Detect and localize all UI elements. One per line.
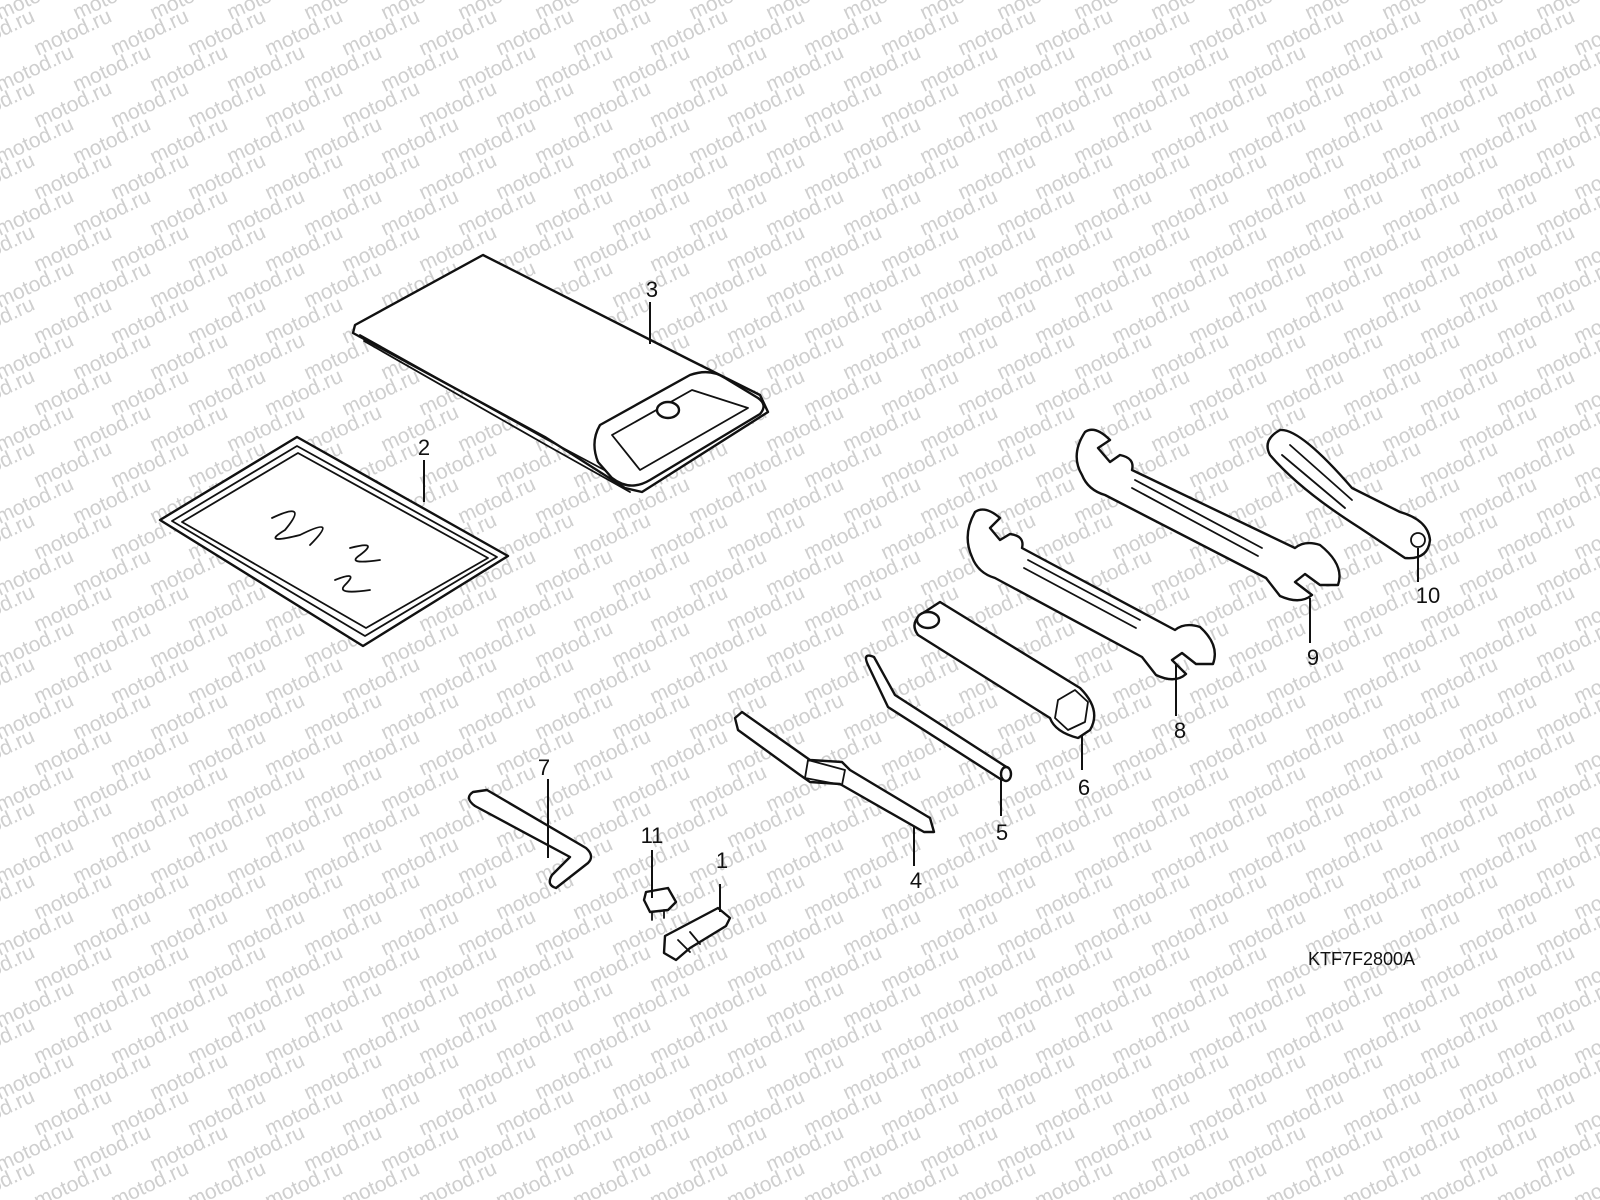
callout-10: 10: [1416, 583, 1440, 608]
screwdriver[interactable]: [733, 710, 936, 834]
tool-bag[interactable]: [351, 253, 770, 494]
callout-11: 11: [641, 823, 664, 848]
callout-9: 9: [1307, 645, 1319, 670]
document-pouch[interactable]: [158, 435, 510, 648]
callout-2: 2: [418, 435, 430, 460]
leader-lines: [423, 302, 1419, 912]
callout-7: 7: [538, 755, 550, 780]
wrench-medium[interactable]: [966, 508, 1217, 681]
callout-labels: 1 2 3 4 5 6 7 8 9 10 11: [418, 277, 1440, 893]
callout-4: 4: [910, 868, 922, 893]
callout-8: 8: [1174, 718, 1186, 743]
screwdriver-handle[interactable]: [1266, 428, 1432, 560]
spark-plug-wrench[interactable]: [913, 600, 1096, 740]
callout-6: 6: [1078, 775, 1090, 800]
hex-key[interactable]: [467, 788, 593, 890]
callout-5: 5: [996, 820, 1008, 845]
callout-3: 3: [646, 277, 658, 302]
pin-rod[interactable]: [864, 654, 1013, 783]
callout-1: 1: [716, 848, 728, 873]
wrench-large[interactable]: [1075, 428, 1341, 602]
diagram-code: KTF7F2800A: [1308, 949, 1415, 969]
